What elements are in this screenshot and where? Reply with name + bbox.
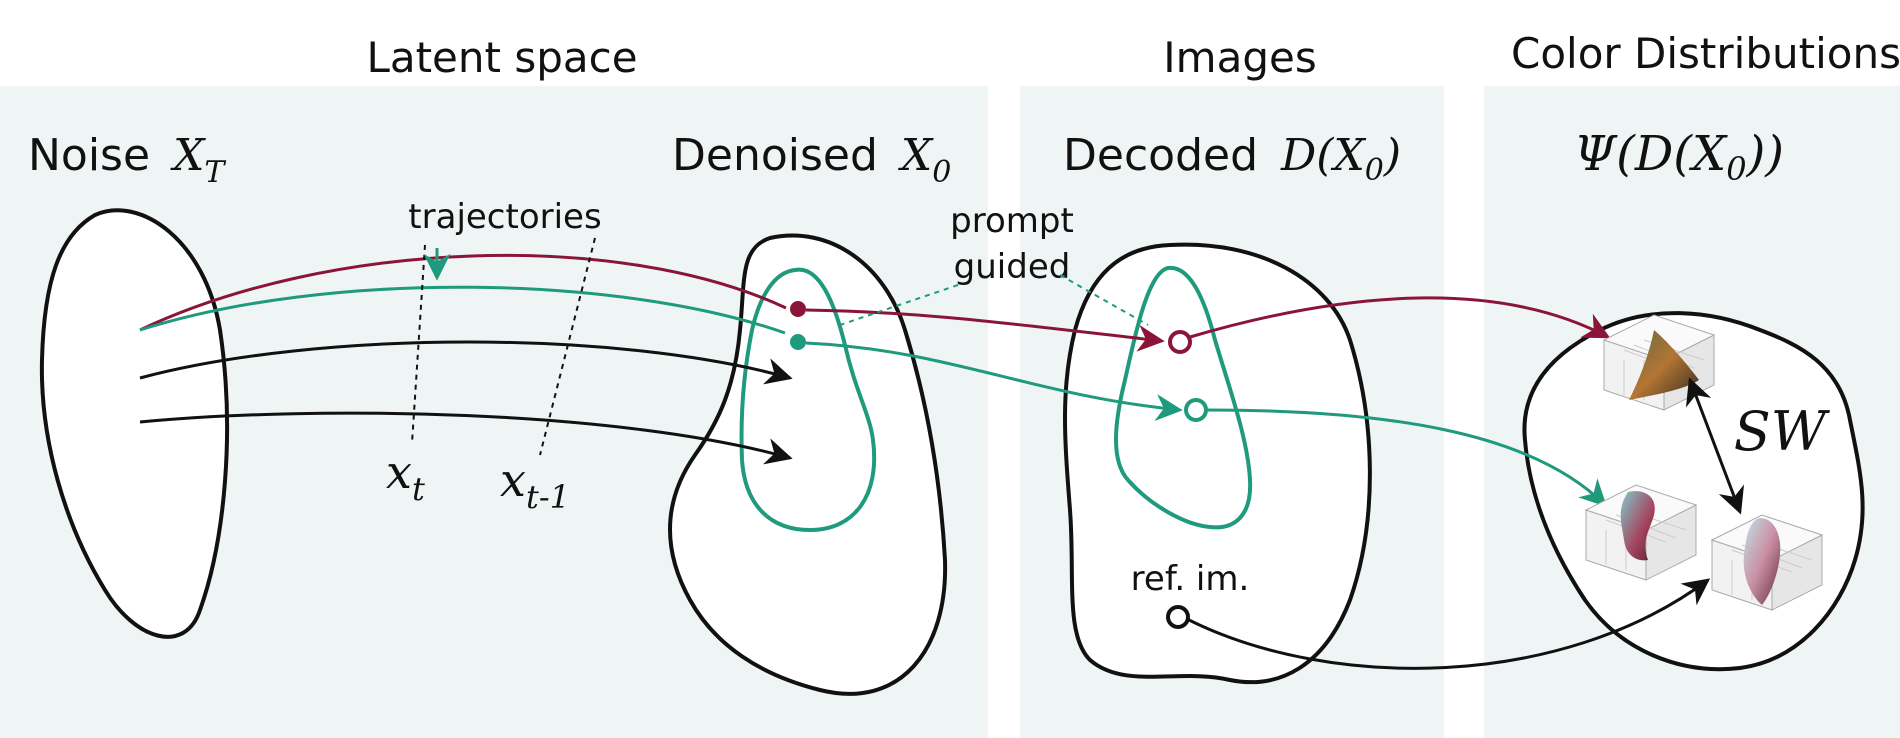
decoded-label: Decoded D(X0)	[1063, 130, 1401, 188]
xt1-dashed-line	[539, 237, 596, 456]
trajectory-crimson	[139, 253, 787, 332]
denoised-label: Denoised X0	[672, 130, 951, 190]
prompt-connector-latent	[839, 284, 959, 326]
trajectory-black-1	[139, 340, 793, 385]
image-point-reference	[1166, 605, 1190, 629]
latent-panel-title: Latent space	[366, 33, 637, 82]
color-cube-crimson	[1602, 314, 1716, 411]
noise-label: Noise XT	[28, 130, 226, 190]
prompt-connector-images	[1059, 274, 1149, 326]
color-cube-teal	[1584, 484, 1698, 581]
psi-label: Ψ(D(X0))	[1574, 126, 1784, 188]
color-panel-title: Color Distributions	[1511, 29, 1900, 78]
ref-image-label: ref. im.	[1131, 559, 1250, 599]
latent-point-crimson	[790, 301, 806, 317]
xt-dashed-line	[411, 244, 426, 444]
prompt-guided-label-line1: prompt	[950, 201, 1074, 241]
xt1-label: xt-1	[500, 453, 570, 516]
image-point-crimson	[1168, 330, 1192, 354]
trajectory-black-2	[139, 411, 793, 465]
decode-arrow-crimson	[805, 308, 1165, 352]
trajectories-label: trajectories	[408, 197, 601, 237]
image-point-teal	[1184, 398, 1208, 422]
trajectory-teal	[139, 285, 786, 335]
images-region	[1063, 242, 1372, 685]
images-panel-title: Images	[1163, 33, 1316, 82]
prompt-guided-label-line2: guided	[954, 247, 1071, 287]
prompt-region-images	[1114, 265, 1253, 530]
color-arrow-crimson	[1189, 296, 1611, 339]
xt-label: xt	[386, 445, 425, 508]
color-arrow-reference	[1188, 578, 1711, 670]
latent-point-teal	[790, 334, 806, 350]
color-arrow-teal	[1206, 408, 1607, 507]
color-cube-reference	[1710, 514, 1824, 611]
decode-arrow-teal	[805, 341, 1183, 422]
sw-distance-arrow	[1685, 377, 1745, 515]
sw-label: SW	[1734, 400, 1831, 463]
